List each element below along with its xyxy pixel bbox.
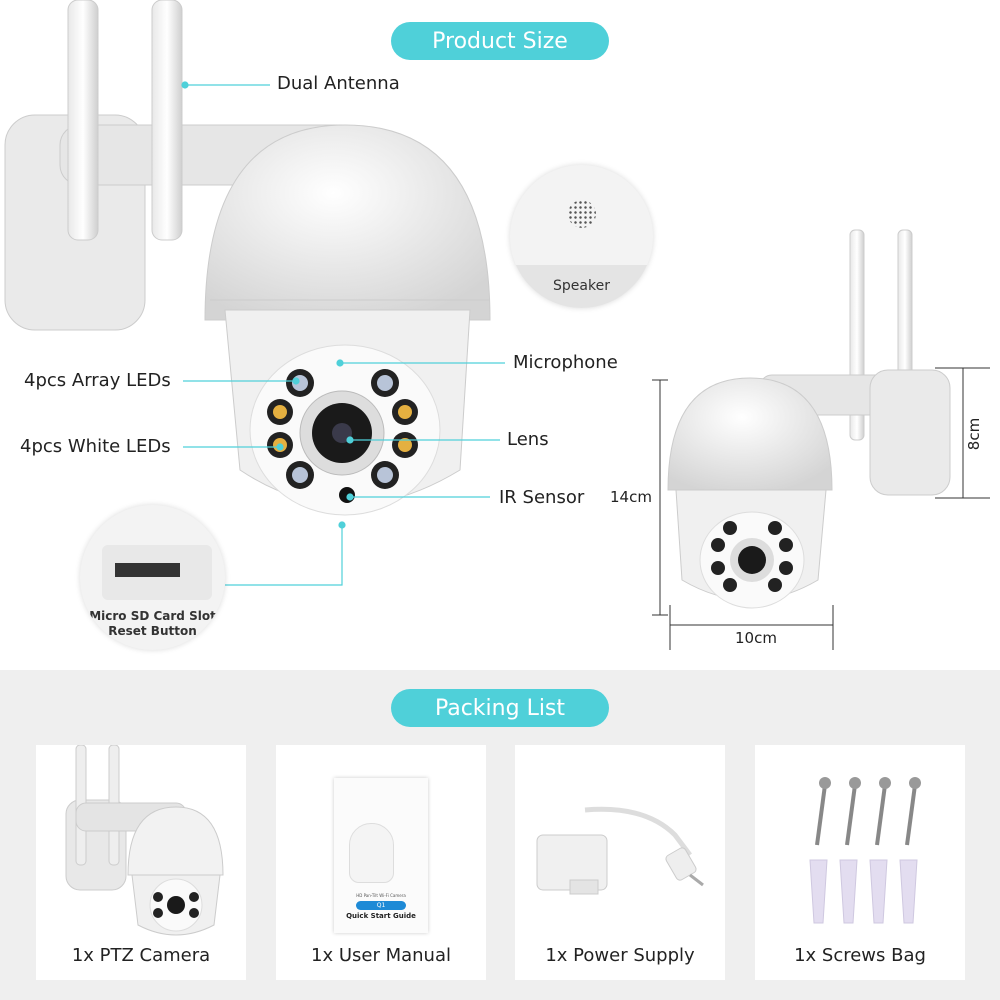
sd-slot-label: Micro SD Card Slot [89, 609, 216, 623]
packing-item-screws: 1x Screws Bag [755, 745, 965, 980]
speaker-detail: Speaker [510, 165, 653, 308]
packing-item-power: 1x Power Supply [515, 745, 725, 980]
sd-card-detail: Micro SD Card Slot Reset Button [80, 505, 225, 650]
packing-item-label: 1x Power Supply [545, 945, 695, 966]
ir-sensor-label: IR Sensor [499, 487, 585, 508]
manual-title: Quick Start Guide [346, 912, 416, 920]
packing-item-label: 1x Screws Bag [794, 945, 926, 966]
height-dimension: 14cm [610, 488, 652, 506]
manual-subtitle: HD Pan-Tilt Wi-Fi Camera [356, 893, 406, 898]
white-leds-label: 4pcs White LEDs [20, 436, 171, 457]
power-supply-image [536, 806, 704, 895]
width-dimension: 10cm [735, 629, 777, 647]
manual-model: Q1 [356, 901, 406, 910]
lens-label: Lens [507, 429, 549, 450]
packing-item-manual: HD Pan-Tilt Wi-Fi Camera Q1 Quick Start … [276, 745, 486, 980]
depth-dimension: 8cm [965, 417, 984, 451]
ptz-camera-image [65, 745, 224, 936]
array-leds-label: 4pcs Array LEDs [24, 370, 171, 391]
product-size-title: Product Size [391, 22, 609, 60]
reset-button-label: Reset Button [108, 624, 197, 638]
packing-item-label: 1x PTZ Camera [71, 945, 211, 966]
screws-bag-image [809, 777, 921, 924]
dual-antenna-label: Dual Antenna [277, 73, 400, 94]
user-manual-image: HD Pan-Tilt Wi-Fi Camera Q1 Quick Start … [334, 778, 428, 933]
packing-list-title: Packing List [391, 689, 609, 727]
speaker-label: Speaker [553, 278, 610, 294]
speaker-grille-icon [568, 200, 596, 228]
packing-item-label: 1x User Manual [311, 945, 451, 966]
camera-illustration [4, 0, 990, 650]
microphone-label: Microphone [513, 352, 618, 373]
packing-item-camera: 1x PTZ Camera [36, 745, 246, 980]
